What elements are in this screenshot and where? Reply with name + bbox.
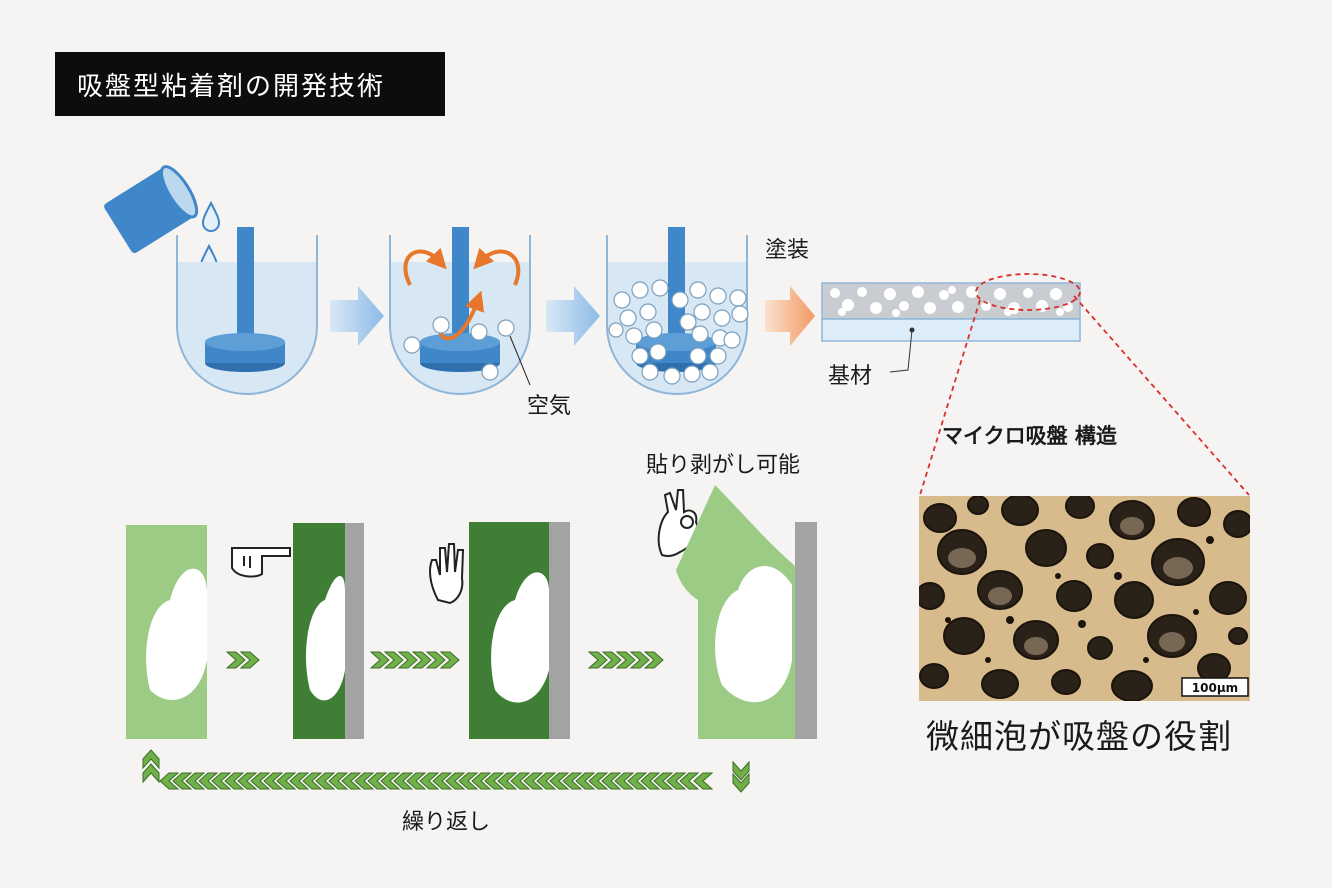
repeat-chevrons [159, 772, 700, 790]
repeat-chevron [445, 772, 466, 790]
label-repeat: 繰り返し [402, 810, 491, 835]
stirrer-icon [420, 227, 500, 372]
repeat-chevron [484, 772, 505, 790]
ok-hand-icon [657, 489, 699, 557]
page-title: 吸盤型粘着剤の開発技術 [55, 52, 445, 116]
repeat-chevron [471, 772, 492, 790]
label-peelable: 貼り剥がし可能 [646, 453, 801, 478]
repeat-chevron [354, 772, 375, 790]
repeat-chevron [172, 772, 193, 790]
repeat-chevron [380, 772, 401, 790]
air-bubbles [608, 279, 749, 385]
pouring-cup-icon [104, 165, 199, 254]
repeat-chevron [497, 772, 518, 790]
repeat-chevron [601, 772, 622, 790]
tank-stirring [389, 227, 531, 395]
pad-stage-1 [126, 525, 207, 739]
repeat-chevron [640, 772, 661, 790]
repeat-chevron [562, 772, 583, 790]
chevrons-1 [225, 651, 260, 669]
open-hand-icon [429, 543, 465, 605]
repeat-chevron [666, 772, 687, 790]
repeat-chevron [549, 772, 570, 790]
repeat-chevron [328, 772, 349, 790]
scale-bar [1181, 677, 1249, 697]
repeat-chevron [523, 772, 544, 790]
chevrons-3 [587, 651, 664, 669]
repeat-chevron [536, 772, 557, 790]
micrograph: 100μm [919, 496, 1250, 701]
repeat-chevron [302, 772, 323, 790]
process-arrow-orange [765, 286, 815, 346]
pointing-hand-icon [231, 547, 291, 578]
repeat-chevron [614, 772, 635, 790]
repeat-chevron [367, 772, 388, 790]
repeat-chevron [588, 772, 609, 790]
label-air: 空気 [527, 394, 572, 419]
scale-bar-label: 100μm [1192, 681, 1238, 695]
repeat-loop [142, 749, 750, 793]
coated-substrate [821, 273, 1250, 496]
pad-stage-3 [469, 522, 570, 739]
repeat-chevron [315, 772, 336, 790]
pad-stage-4-peeling [676, 485, 817, 739]
repeat-chevron [679, 772, 700, 790]
repeat-chevron [250, 772, 271, 790]
repeat-chevron [432, 772, 453, 790]
label-micro-structure: マイクロ吸盤 構造 [942, 424, 1117, 448]
repeat-chevron [276, 772, 297, 790]
repeat-chevron [393, 772, 414, 790]
air-bubbles [403, 316, 515, 381]
process-arrow [546, 286, 600, 346]
repeat-chevron [224, 772, 245, 790]
repeat-chevron [406, 772, 427, 790]
repeat-chevron [198, 772, 219, 790]
label-paint: 塗装 [765, 238, 810, 263]
repeat-chevron [341, 772, 362, 790]
droplet-icon [201, 200, 221, 232]
repeat-chevron [185, 772, 206, 790]
tank-foamed [606, 227, 749, 395]
repeat-chevron [159, 772, 180, 790]
pad-stage-2 [293, 523, 364, 739]
process-arrow [330, 286, 384, 346]
tank-pouring [104, 165, 318, 395]
repeat-chevron [263, 772, 284, 790]
repeat-chevron [237, 772, 258, 790]
chevrons-2 [369, 651, 460, 669]
label-caption: 微細泡が吸盤の役割 [926, 717, 1232, 756]
stirrer-icon [205, 227, 285, 372]
repeat-chevron [458, 772, 479, 790]
repeat-chevron [653, 772, 674, 790]
label-base: 基材 [828, 364, 873, 389]
repeat-chevron [575, 772, 596, 790]
repeat-chevron [289, 772, 310, 790]
repeat-chevron [627, 772, 648, 790]
repeat-chevron [211, 772, 232, 790]
repeat-chevron [419, 772, 440, 790]
repeat-chevron [510, 772, 531, 790]
